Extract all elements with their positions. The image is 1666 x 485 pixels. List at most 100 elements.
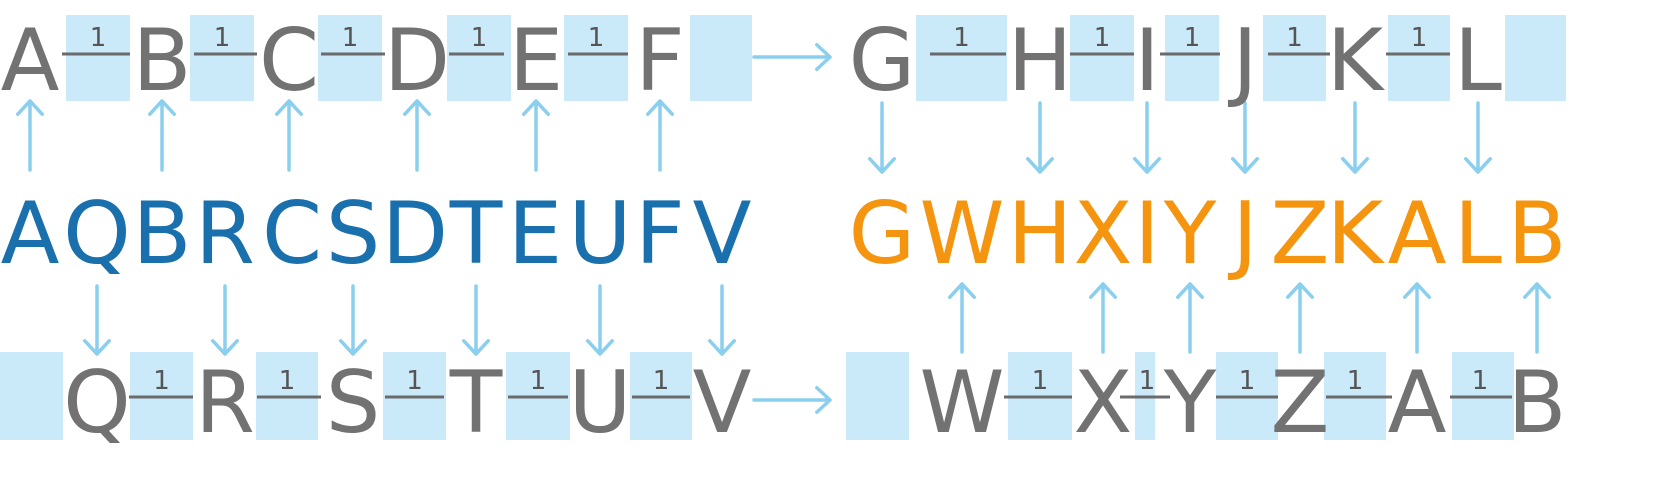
up-arrow [1403,282,1431,354]
top-left-letter: A [1,11,60,111]
up-arrow [1176,282,1204,354]
slot-box [916,15,1007,101]
merged-right-letter: A [1388,184,1447,284]
merged-right-letter: Z [1271,184,1330,284]
merged-right-letter: H [1008,184,1073,284]
merged-left-letter: V [693,184,752,284]
bottom-right-letter: Y [1163,353,1217,453]
up-arrow [403,99,431,172]
slot-box [1505,15,1566,101]
merged-left-letter: D [382,184,448,284]
weight-label: 1 [1094,23,1111,53]
up-arrow [1523,282,1551,354]
top-left-letter: C [259,11,319,111]
merged-right-letter: X [1074,184,1133,284]
merged-left-letter: F [635,184,684,284]
weight-label: 1 [1411,23,1428,53]
merged-right-letter: K [1327,184,1386,284]
slot-box [690,15,752,101]
down-arrow [339,284,367,356]
weight-label: 1 [530,366,547,396]
weight-label: 1 [1347,366,1364,396]
top-left-letter: E [509,11,563,111]
merged-left-letter: U [569,184,632,284]
weight-label: 1 [214,23,231,53]
top-right-letter: J [1227,11,1257,111]
slot-box [1070,15,1134,101]
down-arrow [1026,101,1054,174]
bottom-right-letter: W [919,353,1004,453]
bottom-left-letter: S [326,353,381,453]
top-left-letter: F [635,11,684,111]
top-right-letter: I [1134,11,1159,111]
bottom-right-letter: A [1388,353,1447,453]
weight-label: 1 [1239,366,1256,396]
top-right-letter: K [1327,11,1386,111]
bottom-left-letter: U [569,353,632,453]
weight-label: 1 [90,23,107,53]
down-arrow [1231,101,1259,174]
merged-left-letter: B [133,184,192,284]
slot-box [846,352,909,440]
slot-box [66,15,130,101]
down-arrow [1464,101,1492,174]
bottom-right-letter: Z [1271,353,1330,453]
merged-right-letter: I [1134,184,1159,284]
merged-right-letter: B [1508,184,1567,284]
top-left-letter: D [384,11,450,111]
weight-label: 1 [953,23,970,53]
top-right-letter: G [849,11,916,111]
merged-right-letter: W [919,184,1004,284]
right-arrow [752,386,832,414]
up-arrow [646,99,674,172]
up-arrow [1089,282,1117,354]
merged-left-letter: T [449,184,503,284]
slot-box [318,15,382,101]
bottom-left-letter: T [449,353,503,453]
slot-box [1165,15,1219,101]
right-arrow [752,43,832,71]
down-arrow [1341,101,1369,174]
merged-right-letter: L [1454,184,1502,284]
weight-label: 1 [1472,366,1489,396]
down-arrow [83,284,111,356]
merged-left-letter: Q [63,184,131,284]
merged-left-letter: A [1,184,60,284]
down-arrow [586,284,614,356]
weight-label: 1 [406,366,423,396]
top-left-letter: B [133,11,192,111]
up-arrow [1286,282,1314,354]
weight-label: 1 [153,366,170,396]
edge-lines [62,52,1512,399]
bottom-right-letter: B [1508,353,1567,453]
merged-right-letter: J [1227,184,1257,284]
merged-left-letter: C [262,184,322,284]
weight-label: 1 [1139,366,1156,396]
merged-right-letter: G [849,184,916,284]
weight-label: 1 [1286,23,1303,53]
weight-label: 1 [342,23,359,53]
arrows [16,43,1551,414]
merged-left-letter: E [508,184,562,284]
up-arrow [522,99,550,172]
slot-box [1263,15,1326,101]
weight-label: 1 [1184,23,1201,53]
weight-label: 1 [279,366,296,396]
slot-box [1388,15,1450,101]
weight-label: 1 [588,23,605,53]
merged-left-letter: S [326,184,381,284]
up-arrow [275,99,303,172]
down-arrow [1133,101,1161,174]
weight-label: 1 [1032,366,1049,396]
bottom-right-letter: X [1074,353,1133,453]
slot-box [564,15,628,101]
slot-box [190,15,254,101]
down-arrow [462,284,490,356]
weight-label: 1 [653,366,670,396]
weight-label: 1 [471,23,488,53]
top-right-letter: H [1008,11,1073,111]
merged-right-letter: Y [1163,184,1217,284]
top-right-letter: L [1454,11,1502,111]
